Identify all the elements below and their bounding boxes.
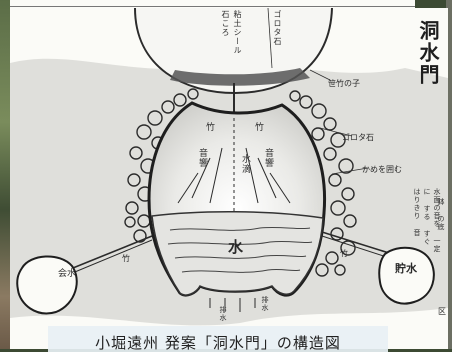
label-drain-left: 排水	[219, 306, 227, 322]
label-bamboo-right: 竹	[255, 123, 265, 133]
label-sound-left: 音響	[197, 148, 207, 168]
suikinkutsu-diagram	[10, 8, 448, 326]
label-left-basin: 会水	[58, 269, 77, 279]
label-outer-rocks: かめを囲む	[362, 165, 402, 174]
left-side-basin	[16, 255, 78, 315]
pipe-left	[67, 235, 153, 271]
label-bamboo-edge: 笹竹の子	[328, 79, 360, 88]
label-pebbles: 石ころ	[221, 10, 230, 37]
label-water: 水	[228, 238, 244, 256]
pipe-left-2	[69, 239, 153, 275]
label-right-notes: 水面の音を 一定に する すぐ はりきり 音	[413, 188, 441, 253]
water-ripples	[167, 226, 313, 273]
label-bamboo-left: 竹	[206, 123, 216, 133]
right-side-basin	[378, 246, 435, 305]
label-drain-right: 排水	[261, 296, 269, 312]
paper-top-line	[10, 6, 415, 7]
label-left-bamboo: 竹	[122, 254, 130, 263]
photo-background-right	[446, 0, 452, 349]
water-drop-lines	[177, 118, 291, 213]
label-leader-lines	[267, 8, 369, 175]
jar-water	[151, 210, 324, 296]
diagram-paper: 洞水門 石ころ 粘土シール ゴロタ石 笹竹の子 ゴロタ石 かめを囲む 水滴 音響…	[10, 8, 448, 349]
diagram-caption: 小堀遠州 発案「洞水門」の構造図	[48, 326, 388, 352]
label-right-basin: 貯水	[395, 262, 417, 275]
label-sound-right: 音響	[263, 148, 273, 168]
diagram-title: 洞水門	[416, 20, 440, 86]
label-right-bamboo: 竹	[340, 249, 348, 258]
label-bottom-right: 区	[438, 307, 446, 316]
label-shield: 粘土シール	[233, 10, 242, 55]
label-upper-gravel: ゴロタ石	[273, 10, 282, 46]
upper-basin-gravel	[170, 68, 310, 86]
bottom-drain-arrows	[209, 298, 256, 312]
label-right-notes-2: 鉢 の底	[437, 198, 445, 231]
paper-top-edge	[10, 0, 415, 8]
label-rock-wall: ゴロタ石	[342, 133, 374, 142]
label-water-drop: 水滴	[240, 154, 250, 174]
